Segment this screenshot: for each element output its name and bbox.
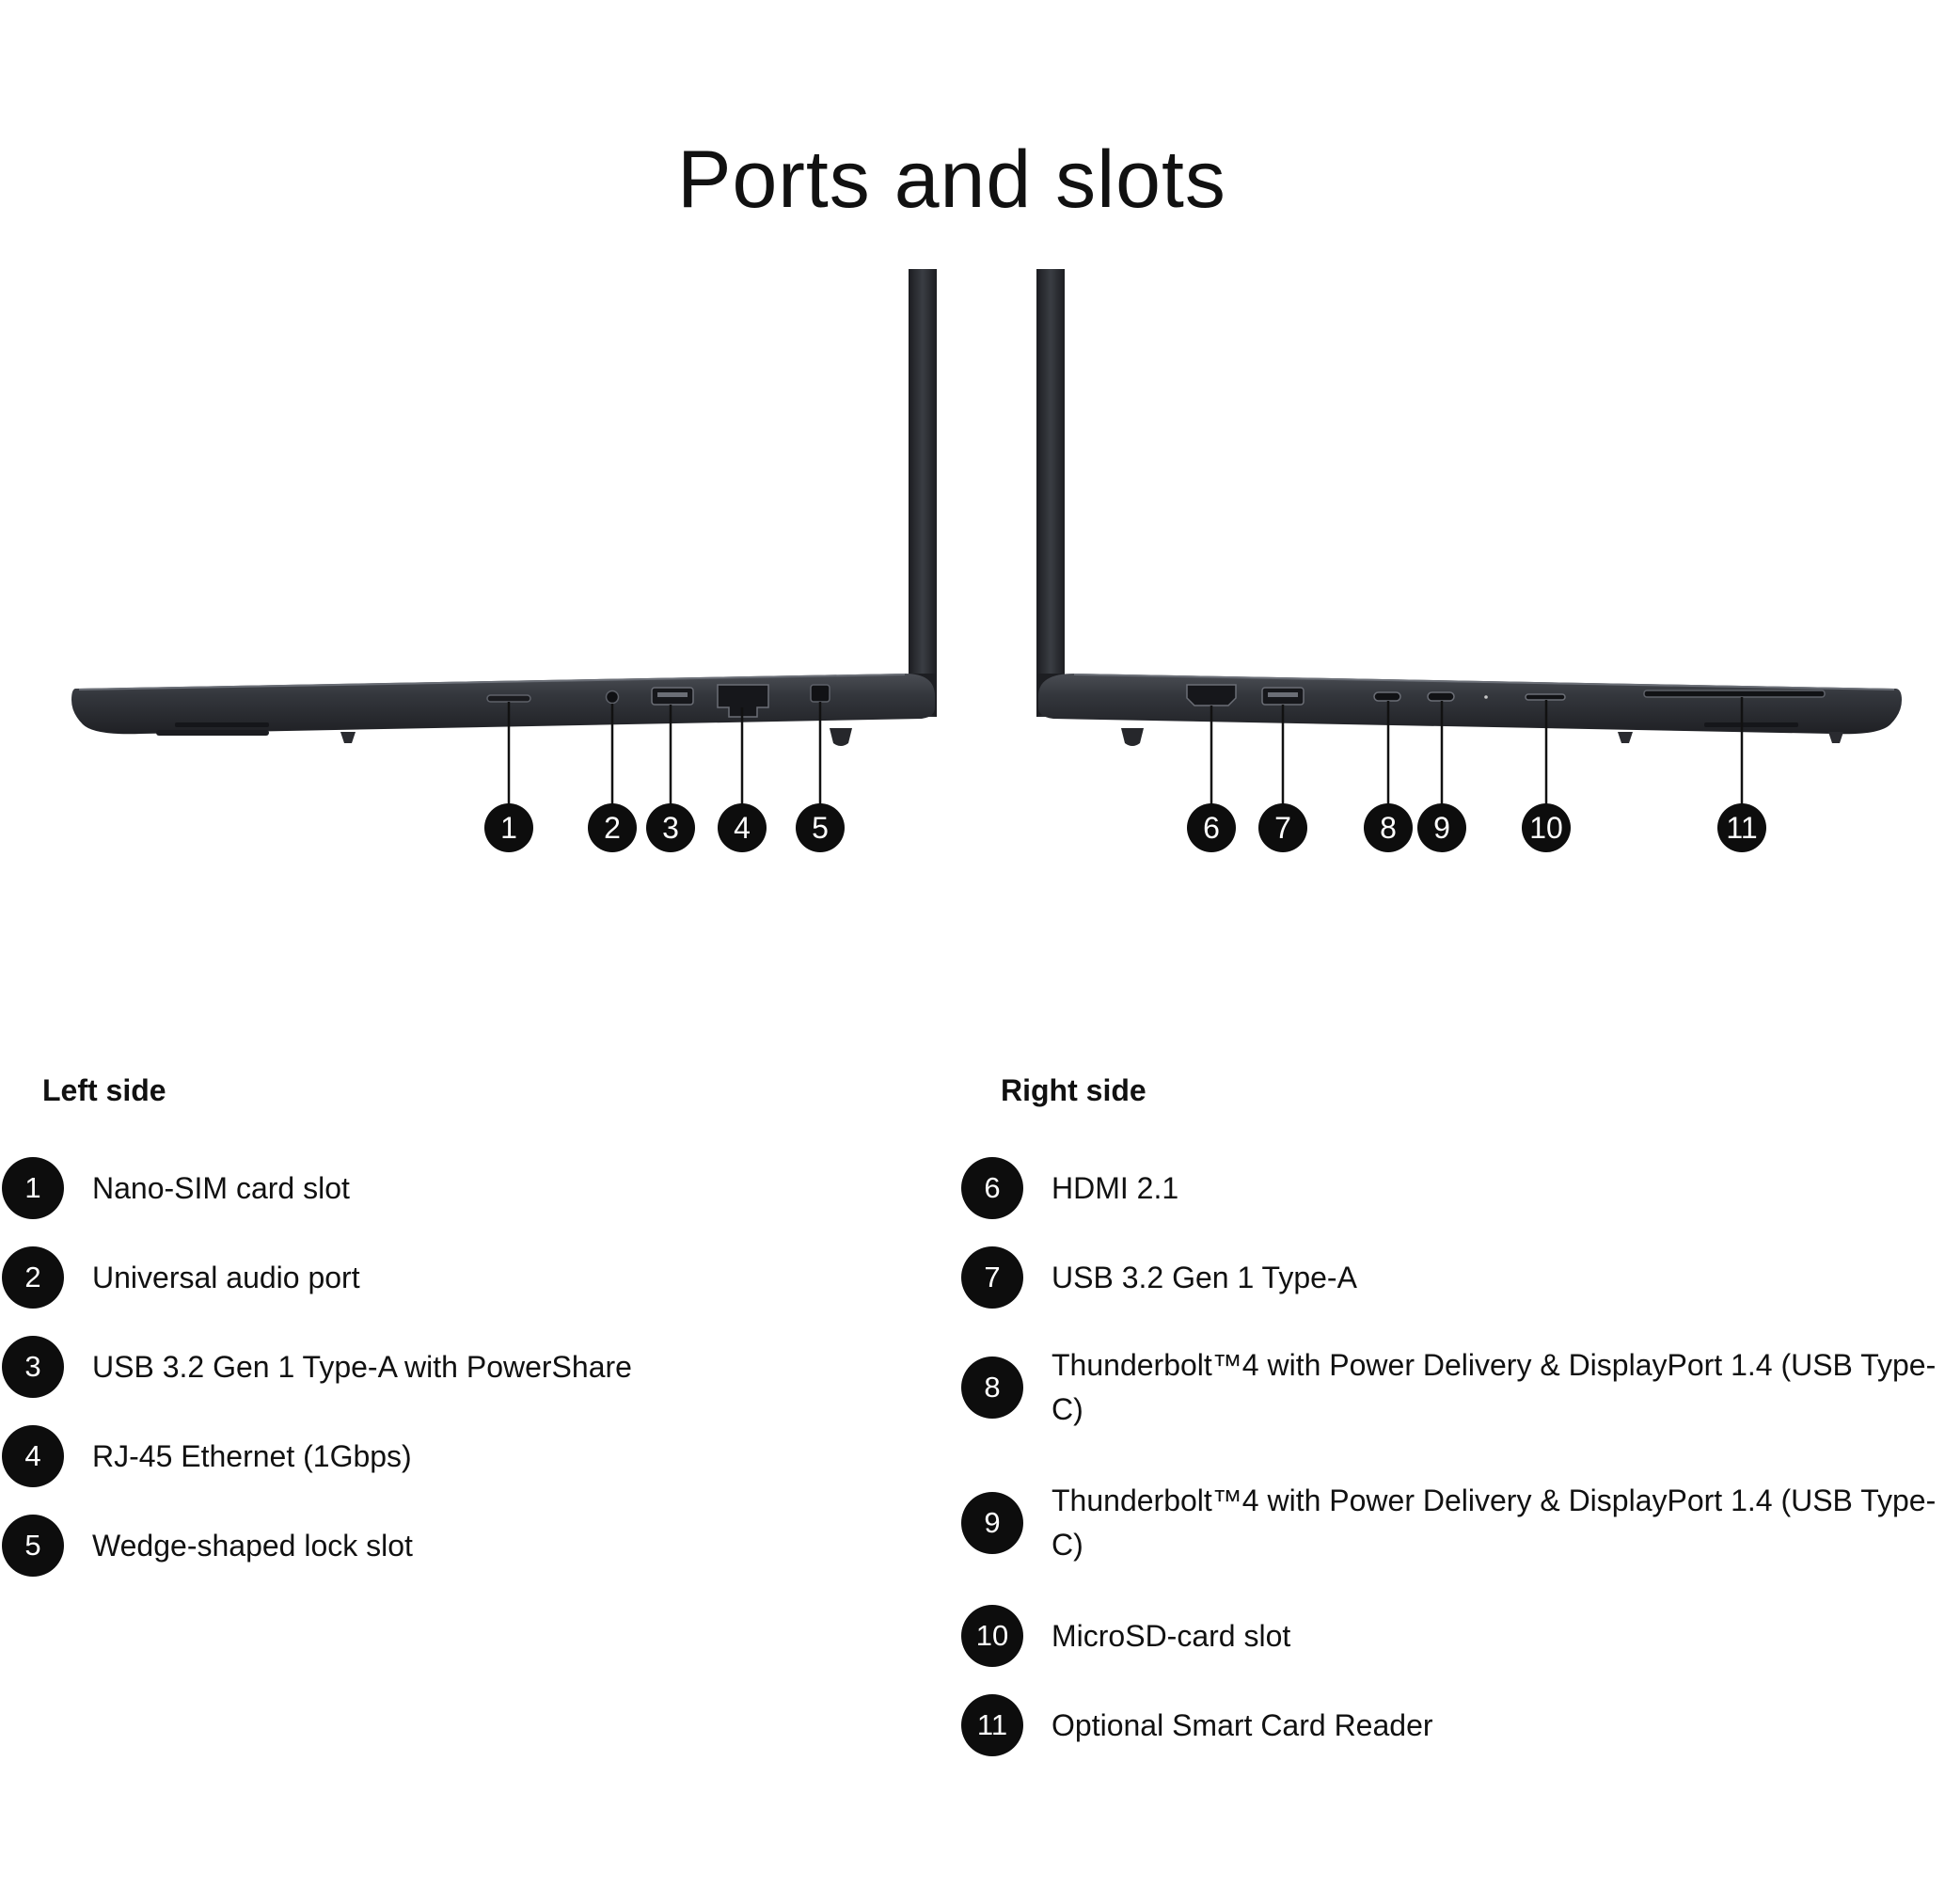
legend-badge: 8: [961, 1357, 1023, 1419]
callout-11: 11: [1717, 803, 1766, 852]
rj45-ethernet-icon: [717, 684, 769, 718]
left-laptop-lid: [909, 269, 937, 717]
legend-label: Universal audio port: [92, 1260, 360, 1294]
right-side-heading: Right side: [1001, 1073, 1146, 1107]
page-title: Ports and slots: [677, 135, 1226, 225]
legend-item-2: 2 Universal audio port: [2, 1246, 360, 1309]
microsd-slot-icon: [1525, 693, 1566, 701]
svg-text:5: 5: [812, 811, 829, 845]
svg-text:2: 2: [604, 811, 621, 845]
legend-label: Nano-SIM card slot: [92, 1170, 350, 1205]
callout-4: 4: [718, 803, 767, 852]
right-laptop-lid: [1036, 269, 1065, 717]
legend-item-8: 8 Thunderbolt™4 with Power Delivery & Di…: [961, 1343, 1945, 1432]
legend-item-4: 4 RJ-45 Ethernet (1Gbps): [2, 1425, 412, 1487]
svg-text:11: 11: [1726, 811, 1757, 845]
legend-badge: 7: [961, 1246, 1023, 1309]
callout-7: 7: [1258, 803, 1307, 852]
legend-badge: 2: [2, 1246, 64, 1309]
legend-label: Wedge-shaped lock slot: [92, 1528, 413, 1563]
legend-badge: 9: [961, 1492, 1023, 1554]
callout-badges: 1 2 3 4 5 6 7 8 9 10 11: [484, 803, 1766, 852]
svg-text:6: 6: [1203, 811, 1220, 845]
legend-item-7: 7 USB 3.2 Gen 1 Type-A: [961, 1246, 1357, 1309]
hdmi-port-icon: [1186, 684, 1237, 706]
legend-item-3: 3 USB 3.2 Gen 1 Type-A with PowerShare: [2, 1336, 632, 1398]
legend-label: USB 3.2 Gen 1 Type-A: [1052, 1260, 1357, 1294]
callout-1: 1: [484, 803, 533, 852]
legend-label: Thunderbolt™4 with Power Delivery & Disp…: [1052, 1348, 1937, 1426]
callout-6: 6: [1187, 803, 1236, 852]
legend-badge: 5: [2, 1515, 64, 1577]
legend-badge: 10: [961, 1605, 1023, 1667]
audio-jack-icon: [605, 690, 620, 705]
right-rear-foot: [1121, 728, 1144, 746]
legend-badge: 4: [2, 1425, 64, 1487]
svg-text:10: 10: [1529, 811, 1563, 845]
laptop-side-views-diagram: 1 2 3 4 5 6 7 8 9 10 11: [71, 269, 1902, 852]
ports-and-slots-page: { "title": "Ports and slots", "left": { …: [2, 135, 1937, 1756]
legend-item-10: 10 MicroSD-card slot: [961, 1605, 1290, 1667]
legend-badge: 3: [2, 1336, 64, 1398]
svg-text:4: 4: [734, 811, 751, 845]
legend-item-5: 5 Wedge-shaped lock slot: [2, 1515, 413, 1577]
svg-text:8: 8: [1380, 811, 1397, 845]
wedge-lock-slot-icon: [810, 684, 830, 703]
callout-2: 2: [588, 803, 637, 852]
callout-10: 10: [1522, 803, 1571, 852]
smart-card-reader-icon: [1643, 690, 1826, 698]
callout-9: 9: [1417, 803, 1466, 852]
legend-item-9: 9 Thunderbolt™4 with Power Delivery & Di…: [961, 1479, 1945, 1567]
svg-text:3: 3: [662, 811, 679, 845]
legend-badge: 1: [2, 1157, 64, 1219]
left-rear-foot: [830, 728, 852, 746]
svg-text:1: 1: [500, 811, 517, 845]
legend-label: Thunderbolt™4 with Power Delivery & Disp…: [1052, 1484, 1937, 1562]
legend-label: RJ-45 Ethernet (1Gbps): [92, 1438, 412, 1473]
callout-5: 5: [796, 803, 845, 852]
svg-text:9: 9: [1433, 811, 1450, 845]
legend-label: Optional Smart Card Reader: [1052, 1707, 1433, 1742]
legend-label: USB 3.2 Gen 1 Type-A with PowerShare: [92, 1349, 632, 1384]
callout-8: 8: [1364, 803, 1413, 852]
left-side-laptop: [71, 269, 937, 828]
legend-label: MicroSD-card slot: [1052, 1618, 1291, 1653]
legend-item-11: 11 Optional Smart Card Reader: [961, 1694, 1433, 1756]
nano-sim-slot-icon: [486, 694, 531, 703]
legend-badge: 6: [961, 1157, 1023, 1219]
legend-item-6: 6 HDMI 2.1: [961, 1157, 1178, 1219]
left-side-heading: Left side: [42, 1073, 166, 1107]
legend-badge: 11: [961, 1694, 1023, 1756]
right-laptop-base: [1038, 674, 1902, 735]
thunderbolt-port-1-icon: [1373, 691, 1401, 702]
legend-label: HDMI 2.1: [1052, 1170, 1179, 1205]
legend-item-1: 1 Nano-SIM card slot: [2, 1157, 350, 1219]
svg-text:7: 7: [1274, 811, 1291, 845]
thunderbolt-port-2-icon: [1427, 691, 1455, 702]
right-side-laptop: [1036, 269, 1902, 828]
callout-3: 3: [646, 803, 695, 852]
